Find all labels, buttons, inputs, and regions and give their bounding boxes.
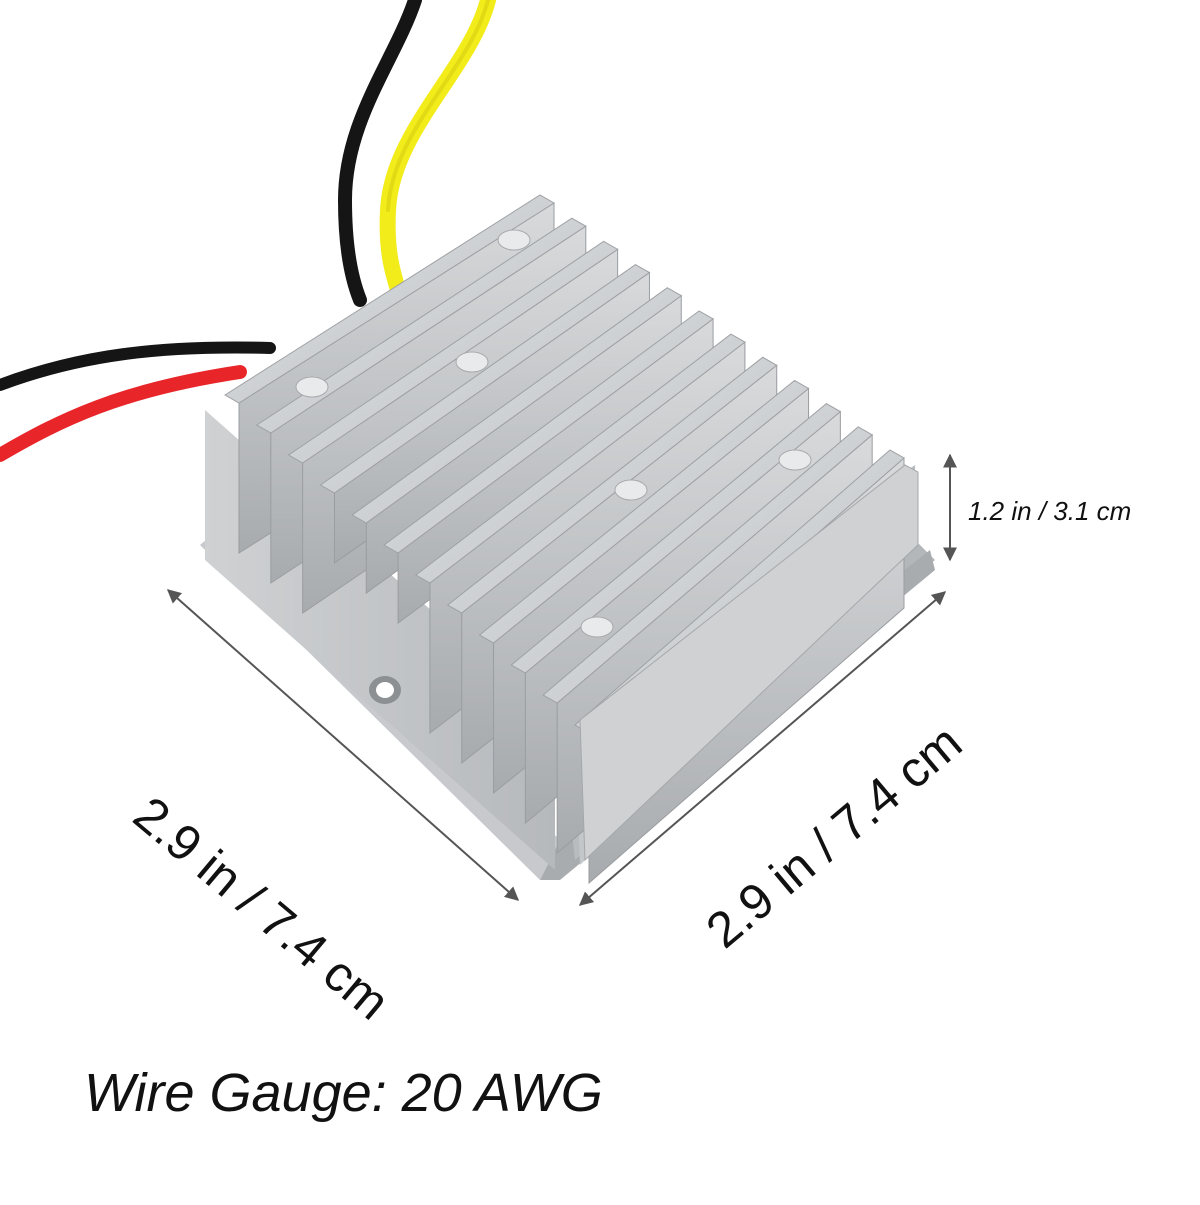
- heatsink-housing: [200, 194, 935, 885]
- heatsink-fin: [287, 240, 619, 464]
- width-arrow: [578, 591, 947, 906]
- heatsink-fin: [224, 194, 555, 404]
- heatsink-fin: [351, 287, 683, 524]
- height-dimension-label: 1.2 in / 3.1 cm: [968, 496, 1132, 526]
- heatsink-fin: [415, 333, 746, 584]
- heatsink-fin: [255, 217, 587, 434]
- heatsink-fin: [383, 310, 715, 554]
- wire-bundle: [0, 0, 496, 462]
- heatsink-fin: [319, 263, 651, 494]
- dimension-arrows: [166, 453, 957, 906]
- wire-gauge-caption: Wire Gauge: 20 AWG: [84, 1063, 603, 1123]
- length-arrow: [166, 589, 520, 901]
